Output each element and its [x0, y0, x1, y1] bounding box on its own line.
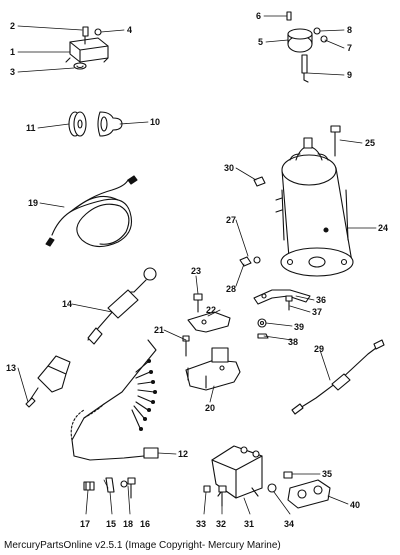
terminal-block	[185, 347, 241, 391]
coiled-ground-cable	[45, 175, 138, 248]
callout-34: 34	[284, 519, 294, 529]
callout-38: 38	[288, 337, 298, 347]
callout-27: 27	[226, 215, 236, 225]
callout-25: 25	[365, 138, 375, 148]
callout-23: 23	[191, 266, 201, 276]
callout-10: 10	[150, 117, 160, 127]
positive-cable	[87, 267, 157, 345]
callout-6: 6	[256, 11, 261, 21]
callout-4: 4	[127, 25, 132, 35]
callout-37: 37	[312, 307, 322, 317]
callout-20: 20	[205, 403, 215, 413]
callout-24: 24	[378, 223, 388, 233]
solenoid-relay-assembly	[65, 26, 109, 70]
callout-17: 17	[80, 519, 90, 529]
callout-35: 35	[322, 469, 332, 479]
callout-3: 3	[10, 67, 15, 77]
callout-31: 31	[244, 519, 254, 529]
callout-19: 19	[28, 198, 38, 208]
callout-22: 22	[206, 305, 216, 315]
small-solenoid-assembly	[286, 11, 328, 83]
leader-lines	[17, 15, 377, 515]
callout-29: 29	[314, 344, 324, 354]
rubber-boot-cover	[287, 479, 331, 509]
callout-28: 28	[226, 284, 236, 294]
wiring-harness	[70, 339, 159, 461]
callout-30: 30	[224, 163, 234, 173]
callout-18: 18	[123, 519, 133, 529]
solenoid-assembly-lower	[211, 445, 263, 499]
callout-16: 16	[140, 519, 150, 529]
connector-plug	[25, 355, 71, 408]
callout-2: 2	[10, 21, 15, 31]
callout-21: 21	[154, 325, 164, 335]
grommets	[68, 111, 123, 137]
image-caption: MercuryPartsOnline v2.5.1 (Image Copyrig…	[4, 540, 281, 551]
battery-cable	[291, 339, 385, 415]
callout-33: 33	[196, 519, 206, 529]
callout-9: 9	[347, 70, 352, 80]
callout-15: 15	[106, 519, 116, 529]
callout-1: 1	[10, 47, 15, 57]
mounting-bracket	[182, 293, 231, 357]
callout-39: 39	[294, 322, 304, 332]
callout-labels: 1 2 3 4 5 6 7 8 9 10 11 12 13 14 15 16 1…	[6, 11, 388, 529]
callout-13: 13	[6, 363, 16, 373]
callout-40: 40	[350, 500, 360, 510]
starter-bolt	[330, 125, 341, 157]
callout-8: 8	[347, 25, 352, 35]
callout-36: 36	[316, 295, 326, 305]
callout-14: 14	[62, 299, 72, 309]
callout-32: 32	[216, 519, 226, 529]
callout-5: 5	[258, 37, 263, 47]
starter-nut-and-clip	[239, 176, 266, 267]
callout-7: 7	[347, 43, 352, 53]
callout-12: 12	[178, 449, 188, 459]
starter-motor	[275, 137, 354, 277]
small-hardware	[83, 471, 293, 507]
callout-11: 11	[26, 123, 36, 133]
